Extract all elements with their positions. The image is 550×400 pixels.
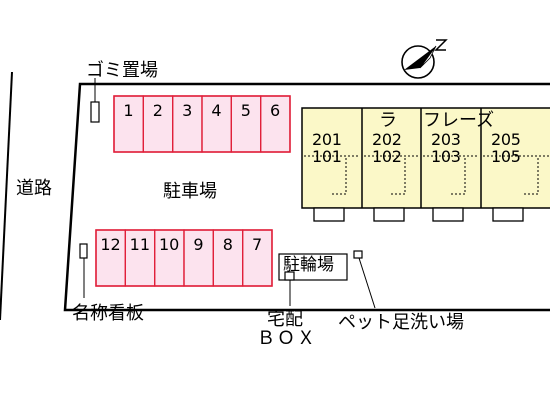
pet-footwash-label: ペット足洗い場 (338, 312, 464, 333)
pet-leader-line (358, 257, 376, 309)
parking-stall-number: 6 (270, 101, 281, 120)
road-label: 道路 (16, 178, 52, 199)
building-name-part2: フレーズ (423, 110, 495, 131)
north-compass-icon (401, 39, 448, 79)
parking-top-row (113, 95, 291, 153)
unit-number-upper: 202 (372, 130, 402, 149)
unit-balcony (373, 207, 405, 222)
unit-balcony (432, 207, 464, 222)
building-outline (301, 107, 550, 209)
unit-number-upper: 203 (431, 130, 461, 149)
parking-stall-number: 3 (182, 101, 193, 120)
unit-number-lower: 103 (431, 147, 461, 166)
unit-number-lower: 102 (372, 147, 402, 166)
unit-dashed-line (332, 158, 347, 195)
bicycle-parking-label: 駐輪場 (283, 255, 334, 275)
parking-label: 駐車場 (163, 181, 217, 202)
unit-number-lower: 101 (312, 147, 342, 166)
sign-label: 名称看板 (72, 303, 144, 324)
top-stall-6 (259, 95, 291, 153)
parking-stall-number: 12 (100, 235, 121, 254)
parking-stall-number: 1 (123, 101, 134, 120)
parking-stall-number: 10 (158, 235, 180, 254)
parking-stall-number: 7 (252, 235, 263, 254)
bottom-stall-7 (241, 229, 273, 287)
parking-stall-number: 2 (152, 101, 163, 120)
unit-dashed-line (391, 158, 406, 195)
unit-balcony (313, 207, 345, 222)
unit-number-upper: 201 (312, 130, 342, 149)
unit-dashed-line (451, 158, 466, 195)
delivery-label-line2: ＢＯＸ (257, 328, 317, 349)
property-boundary (63, 82, 550, 312)
parking-bottom-row (95, 229, 273, 287)
unit-number-lower: 105 (491, 147, 521, 166)
garbage-label: ゴミ置場 (86, 60, 158, 81)
unit-dashed-line (524, 158, 539, 195)
road-line (0, 71, 13, 321)
parking-stall-number: 8 (222, 235, 233, 254)
building-name-part1: ラ (379, 110, 397, 131)
apartment-building (301, 107, 550, 222)
name-sign (79, 243, 88, 259)
garbage-station (90, 101, 100, 123)
unit-balcony (492, 207, 524, 222)
pet-footwash (353, 250, 363, 259)
delivery-label-line1: 宅配 (267, 309, 303, 330)
parking-stall-number: 9 (193, 235, 204, 254)
unit-number-upper: 205 (491, 130, 521, 149)
parking-stall-number: 4 (211, 101, 222, 120)
parking-stall-number: 11 (129, 235, 150, 254)
parking-stall-number: 5 (240, 101, 251, 120)
